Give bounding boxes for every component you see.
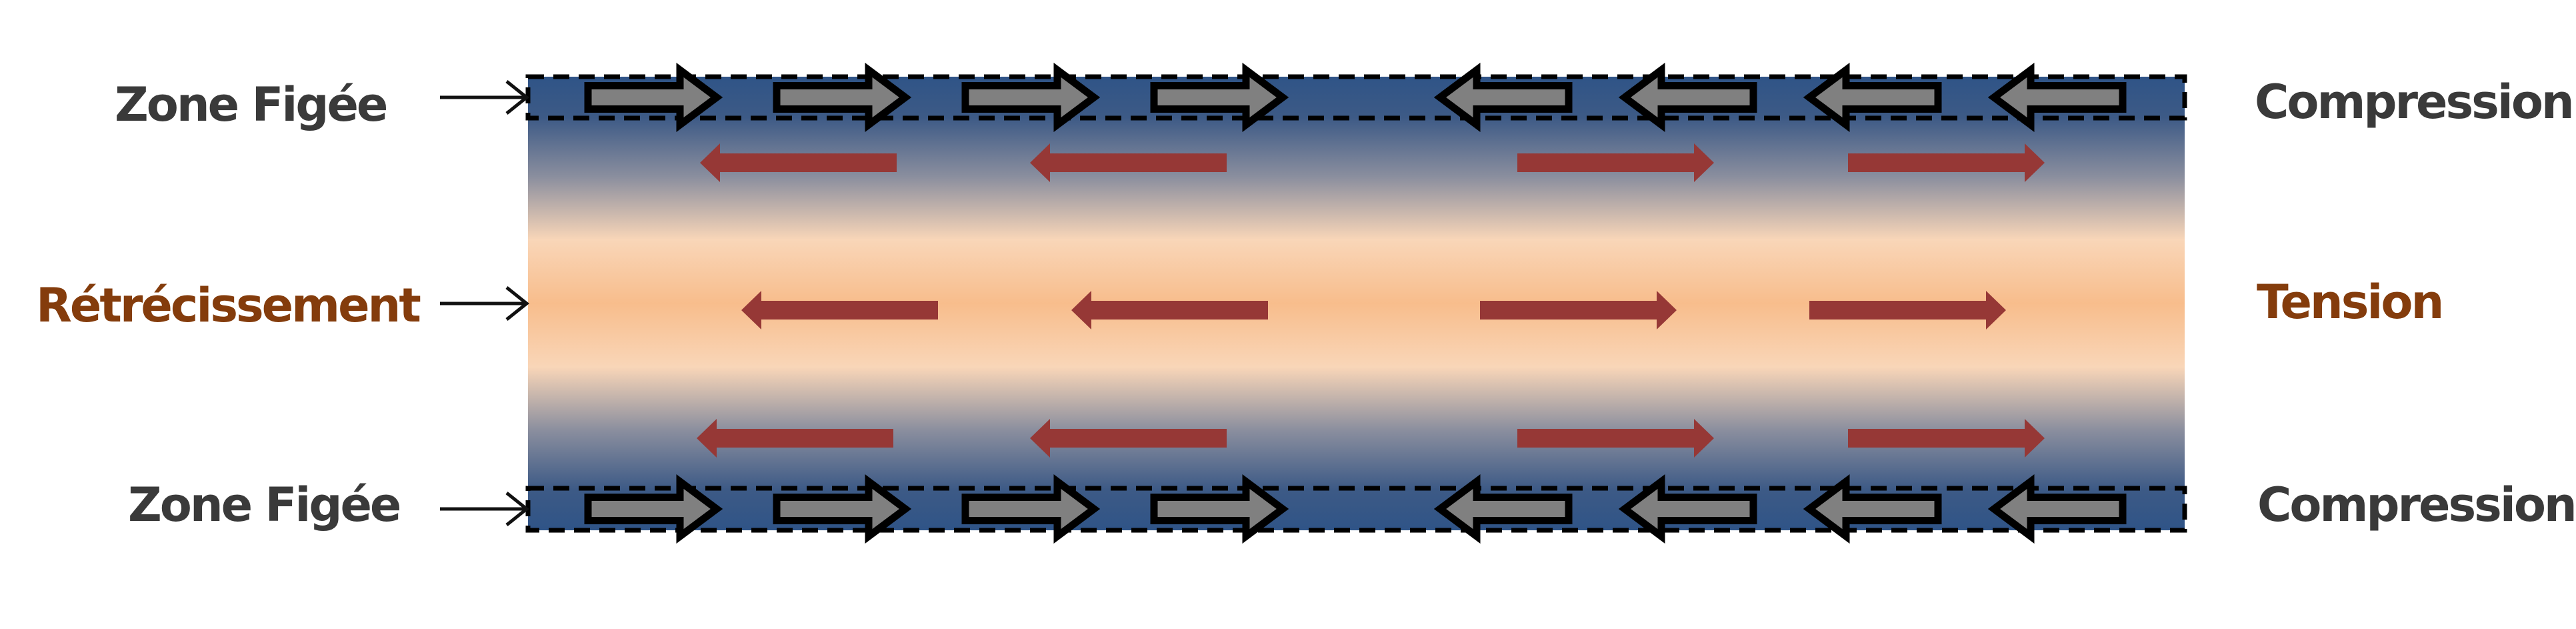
compression-arrow-right — [961, 474, 1101, 544]
compression-arrow-left — [1987, 63, 2127, 132]
tension-arrow-left — [741, 291, 938, 330]
tension-arrow-left — [700, 143, 897, 182]
tension-arrow-right — [1517, 143, 1714, 182]
compression-arrow-right — [584, 474, 723, 544]
compression-arrow-right — [961, 63, 1101, 132]
tension-arrow-left — [1071, 291, 1268, 330]
tension-arrow-left — [697, 419, 893, 458]
compression-arrow-right — [1150, 474, 1289, 544]
left-label-top-frozen-zone: Zone Figée — [115, 77, 388, 132]
compression-arrow-right — [773, 63, 912, 132]
tension-arrow-right — [1809, 291, 2006, 330]
compression-arrow-right — [773, 474, 912, 544]
tension-arrow-right — [1848, 419, 2045, 458]
right-label-top-compression: Compression — [2255, 75, 2575, 129]
compression-arrow-left — [1433, 63, 1573, 132]
compression-arrow-left — [1803, 63, 1942, 132]
compression-arrow-right — [1150, 63, 1289, 132]
compression-arrow-left — [1618, 63, 1757, 132]
pointer-arrow-middle — [440, 286, 530, 321]
pointer-arrow-top — [440, 80, 530, 115]
compression-arrow-left — [1433, 474, 1573, 544]
pointer-arrow-bottom — [440, 492, 530, 526]
left-label-bottom-frozen-zone: Zone Figée — [128, 478, 401, 532]
tension-arrow-left — [1030, 143, 1227, 182]
left-label-shrinkage: Rétrécissement — [36, 278, 421, 333]
tension-arrow-right — [1517, 419, 1714, 458]
tension-arrow-left — [1030, 419, 1227, 458]
tension-arrow-right — [1480, 291, 1677, 330]
tension-arrow-right — [1848, 143, 2045, 182]
right-label-bottom-compression: Compression — [2257, 478, 2576, 532]
compression-arrow-left — [1803, 474, 1942, 544]
compression-arrow-left — [1618, 474, 1757, 544]
compression-arrow-left — [1987, 474, 2127, 544]
compression-arrow-right — [584, 63, 723, 132]
right-label-tension: Tension — [2257, 275, 2444, 330]
